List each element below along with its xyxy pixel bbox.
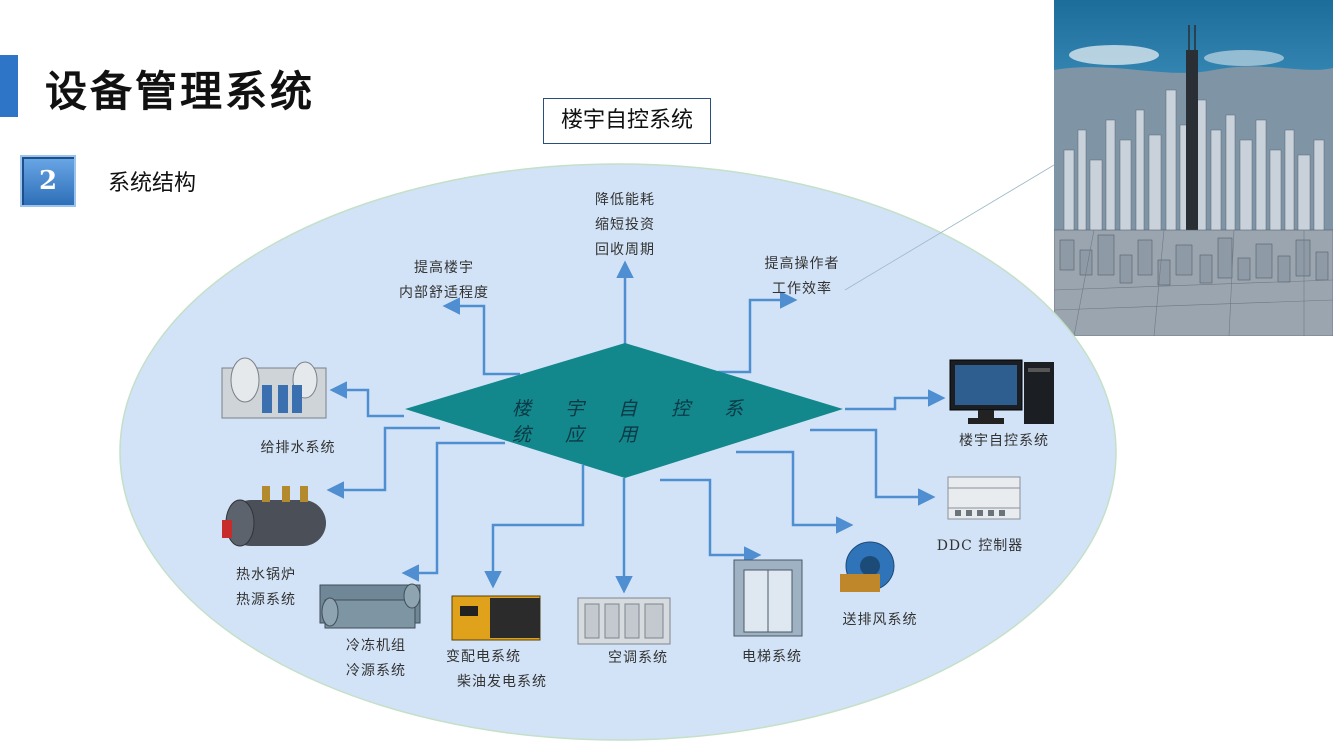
label-chiller: 冷冻机组 冷源系统 xyxy=(330,634,422,684)
generator-icon xyxy=(451,595,541,641)
section-number-badge: 2 xyxy=(20,155,76,207)
label-efficiency-line-1: 提高操作者 xyxy=(764,256,840,272)
label-bas-line-1: 楼宇自控系统 xyxy=(959,433,1049,449)
title-accent-bar xyxy=(0,55,18,117)
label-water-line-1: 给排水系统 xyxy=(260,440,336,456)
label-ddc: DDC 控制器 xyxy=(930,534,1030,559)
arrow-to-bas xyxy=(845,389,946,411)
arrow-to-efficiency xyxy=(718,291,798,374)
label-energy-line-2: 缩短投资 xyxy=(595,217,655,233)
page-title: 设备管理系统 xyxy=(45,67,316,116)
label-boiler-line-2: 热源系统 xyxy=(236,592,296,608)
arrow-to-water xyxy=(329,381,404,418)
label-boiler: 热水锅炉 热源系统 xyxy=(220,563,312,613)
label-energy-line-3: 回收周期 xyxy=(595,242,655,258)
label-hvac: 空调系统 xyxy=(592,646,684,671)
fan-icon xyxy=(840,541,895,592)
label-bas: 楼宇自控系统 xyxy=(946,429,1062,454)
label-hvac-line-1: 空调系统 xyxy=(608,650,668,666)
center-label: 楼 宇 自 控 系 统 应 用 xyxy=(512,398,758,446)
arrow-to-ddc xyxy=(810,428,936,506)
label-efficiency: 提高操作者 工作效率 xyxy=(752,252,852,302)
label-water: 给排水系统 xyxy=(248,436,348,461)
label-power: 变配电系统 柴油发电系统 xyxy=(446,645,558,695)
arrow-to-chiller xyxy=(401,441,505,582)
arrow-to-power xyxy=(484,465,585,589)
label-ventilation: 送排风系统 xyxy=(830,608,930,633)
arrow-to-comfort xyxy=(442,297,520,376)
label-elevator-line-1: 电梯系统 xyxy=(742,649,802,665)
chiller-icon xyxy=(319,583,421,629)
label-efficiency-line-2: 工作效率 xyxy=(772,281,832,297)
label-ddc-line-1: DDC 控制器 xyxy=(936,538,1024,554)
arrow-to-boiler xyxy=(326,426,440,499)
label-ventilation-line-1: 送排风系统 xyxy=(842,612,918,628)
label-elevator: 电梯系统 xyxy=(726,645,818,670)
center-diamond xyxy=(405,343,843,478)
computer-icon xyxy=(949,359,1054,424)
label-boiler-line-1: 热水锅炉 xyxy=(236,567,296,583)
boiler-icon xyxy=(222,486,326,547)
label-chiller-line-2: 冷源系统 xyxy=(346,663,406,679)
water-pump-icon xyxy=(221,357,327,419)
section-title: 系统结构 xyxy=(108,171,197,196)
city-skyline-image xyxy=(1054,0,1333,336)
label-energy: 降低能耗 缩短投资 回收周期 xyxy=(580,188,670,263)
ddc-controller-icon xyxy=(947,476,1021,520)
top-box-title: 楼宇自控系统 xyxy=(543,98,711,144)
label-power-line-2: 柴油发电系统 xyxy=(457,674,547,690)
arrow-to-elevator xyxy=(660,478,762,564)
label-comfort: 提高楼宇 内部舒适程度 xyxy=(388,256,500,306)
arrow-to-ventilation xyxy=(736,450,854,534)
ahu-icon xyxy=(577,597,671,645)
label-energy-line-1: 降低能耗 xyxy=(595,192,655,208)
label-comfort-line-1: 提高楼宇 xyxy=(414,260,474,276)
elevator-icon xyxy=(733,559,803,637)
label-comfort-line-2: 内部舒适程度 xyxy=(399,285,489,301)
label-chiller-line-1: 冷冻机组 xyxy=(346,638,406,654)
label-power-line-1: 变配电系统 xyxy=(446,649,521,665)
